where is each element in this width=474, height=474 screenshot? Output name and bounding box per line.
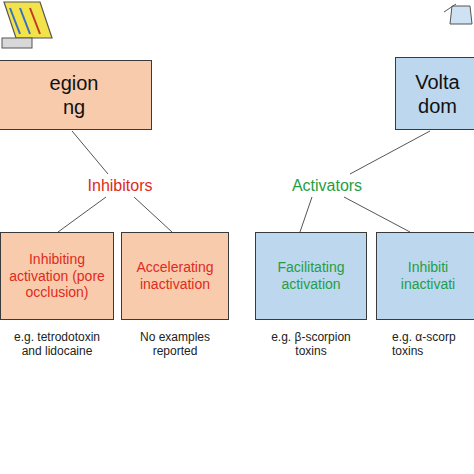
example-note: No examples reported: [128, 330, 222, 359]
group-label: Activators: [277, 176, 377, 195]
box-text: Facilitating activation: [259, 259, 363, 293]
example-note: e.g. tetrodotoxin and lidocaine: [4, 330, 110, 359]
inhibitor-box: Inhibiting activation (pore occlusion): [0, 232, 114, 320]
activator-box: Facilitating activation: [255, 232, 367, 320]
domain-box: Volta dom: [395, 57, 474, 130]
box-text: Accelerating inactivation: [125, 259, 225, 293]
activator-box: Inhibiti inactivati: [376, 232, 474, 320]
channel-icon: [2, 2, 52, 48]
sensor-icon: [444, 4, 472, 24]
box-text: Volta dom: [407, 70, 469, 118]
box-text: Inhibiti inactivati: [388, 259, 468, 293]
group-label: Inhibitors: [70, 176, 170, 195]
box-text: Inhibiting activation (pore occlusion): [4, 251, 110, 301]
example-note: e.g. α-scorp toxins: [392, 330, 470, 359]
box-text: egion ng: [42, 71, 106, 119]
inhibitor-box: Accelerating inactivation: [121, 232, 229, 320]
example-note: e.g. β-scorpion toxins: [258, 330, 364, 359]
branch-lines: [58, 131, 430, 232]
binding-box: egion ng: [0, 60, 152, 130]
